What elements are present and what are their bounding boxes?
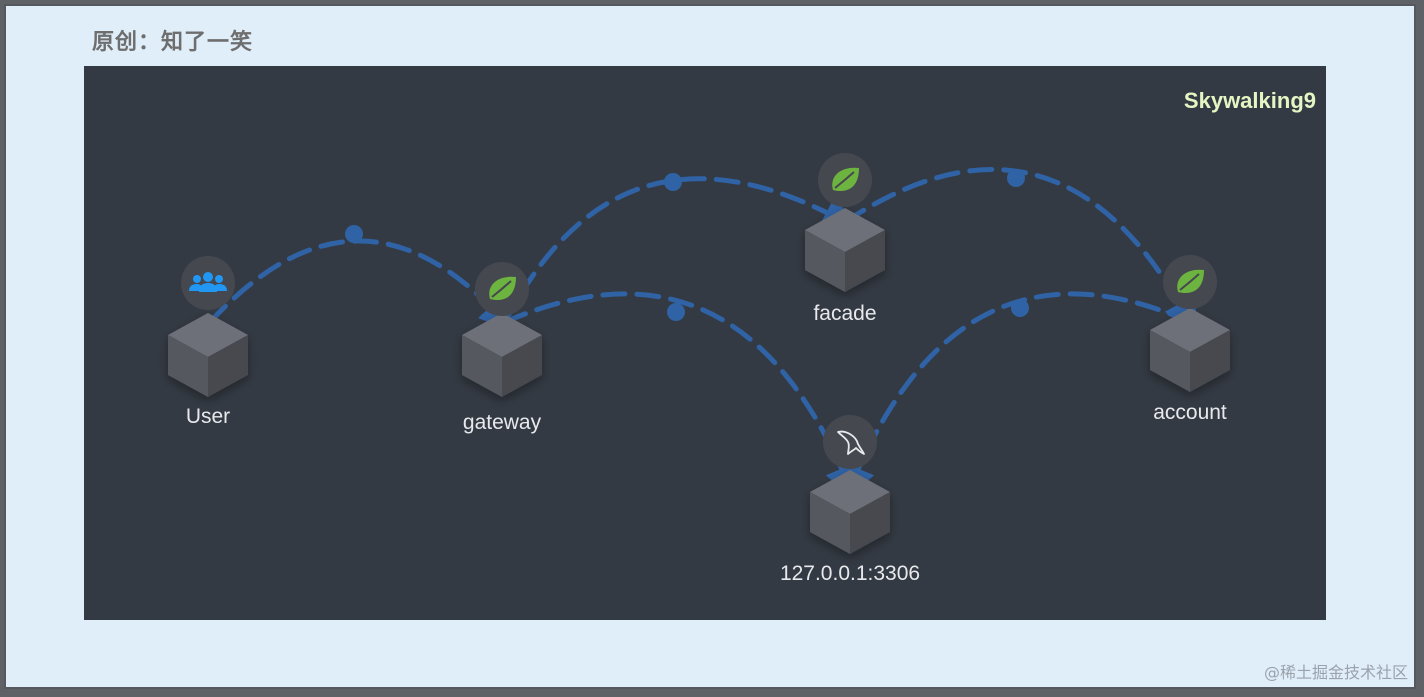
edge-dot[interactable]: [1007, 169, 1025, 187]
node-cube: [810, 470, 890, 554]
edge-dot[interactable]: [1011, 299, 1029, 317]
topology-panel: Skywalking9: [84, 66, 1326, 620]
edge-gateway-mysql[interactable]: [502, 291, 859, 501]
spring-leaf-icon: [489, 276, 516, 301]
edge-facade-account[interactable]: [842, 167, 1197, 335]
node-cube: [1150, 308, 1230, 392]
edges-layer: [207, 167, 1197, 501]
node-account[interactable]: account: [1150, 255, 1230, 424]
spring-leaf-icon: [832, 167, 859, 192]
node-cube: [168, 313, 248, 397]
node-label: User: [186, 405, 230, 428]
edge-user-gateway[interactable]: [207, 238, 515, 333]
node-label: 127.0.0.1:3306: [780, 562, 920, 585]
edge-dot[interactable]: [664, 173, 682, 191]
node-mysql[interactable]: 127.0.0.1:3306: [780, 415, 920, 585]
edge-dot[interactable]: [345, 225, 363, 243]
edge-gateway-facade[interactable]: [502, 176, 858, 325]
mysql-dolphin-icon: [837, 430, 865, 455]
edge-dot[interactable]: [667, 303, 685, 321]
users-icon: [189, 272, 227, 292]
node-user[interactable]: User: [168, 256, 248, 428]
edge-account-mysql[interactable]: [841, 291, 1193, 501]
node-label: facade: [813, 302, 876, 325]
node-cube: [462, 313, 542, 397]
node-label: gateway: [463, 411, 542, 434]
node-gateway[interactable]: gateway: [462, 262, 542, 434]
node-cube: [805, 208, 885, 292]
brand-label: Skywalking9: [1183, 88, 1316, 113]
watermark: @稀土掘金技术社区: [1263, 663, 1408, 682]
spring-leaf-icon: [1177, 269, 1204, 294]
node-badge: [823, 415, 877, 469]
node-facade[interactable]: facade: [805, 153, 885, 325]
node-label: account: [1153, 401, 1227, 424]
page-title: 原创：知了一笑: [92, 30, 254, 55]
